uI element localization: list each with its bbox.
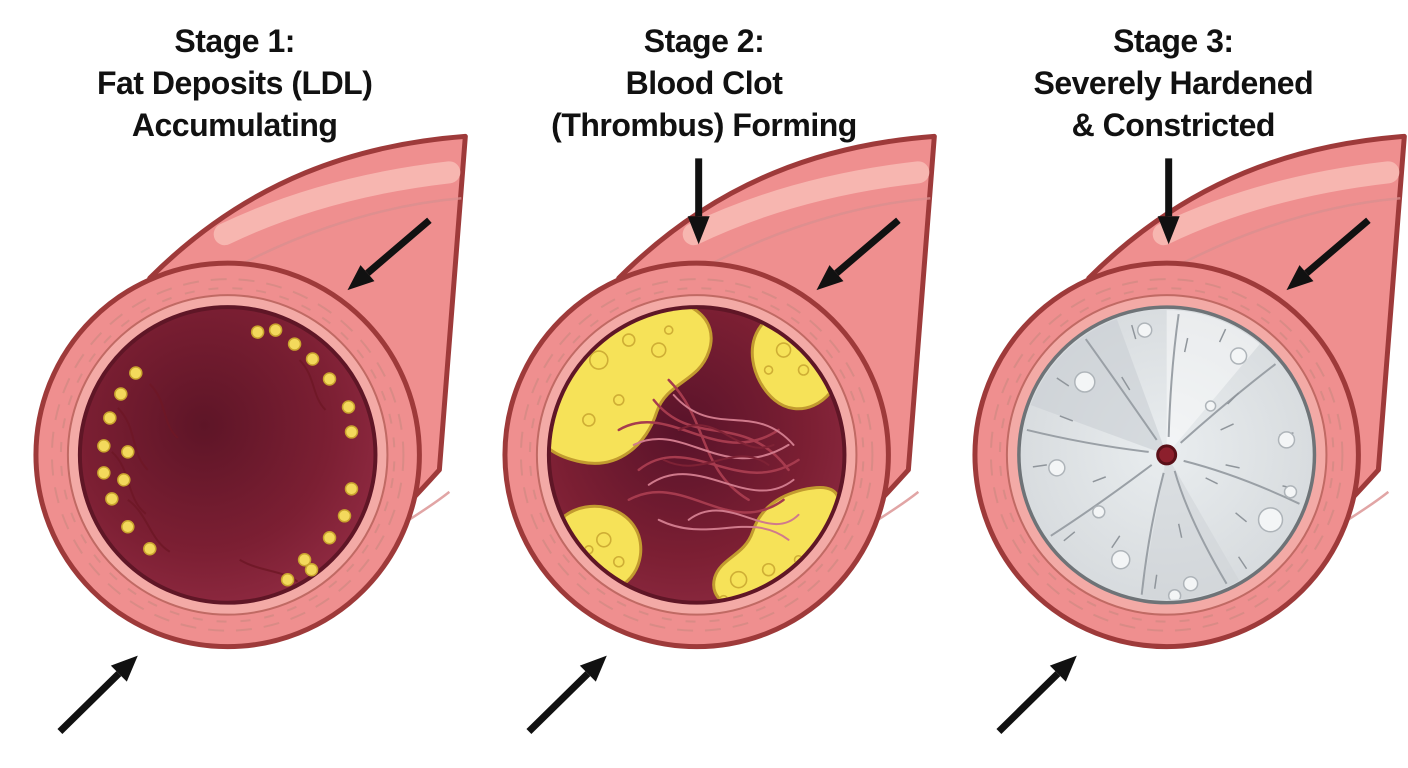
stage-3-illustration [972, 133, 1407, 734]
thrombus-mesh [617, 378, 801, 541]
diagonal-arrow-bottom-left-icon [526, 655, 608, 734]
stage-3-panel: Stage 3: Severely Hardened & Constricted [939, 0, 1408, 768]
diagonal-arrow-top-right-icon [1286, 217, 1371, 291]
stage-2-illustration [502, 133, 938, 734]
stage-1-panel: Stage 1: Fat Deposits (LDL) Accumulating [0, 0, 469, 768]
stage-2-panel: Stage 2: Blood Clot (Thrombus) Forming [469, 0, 938, 768]
ldl-deposits [97, 323, 359, 587]
down-arrow-icon [688, 158, 710, 245]
stage-3-title: Stage 3: Severely Hardened & Constricted [1033, 23, 1314, 144]
lumen [77, 305, 378, 605]
calcification-blobs [1047, 322, 1297, 600]
artery-cross-section [502, 260, 892, 650]
stage-1-title: Stage 1: Fat Deposits (LDL) Accumulating [96, 23, 373, 144]
plaque-texture-dashes [1032, 324, 1296, 589]
stage-1-illustration [33, 133, 468, 734]
stage-2-title: Stage 2: Blood Clot (Thrombus) Forming [551, 23, 857, 144]
artery-cross-section [972, 260, 1361, 650]
diagonal-arrow-top-right-icon [347, 217, 432, 291]
diagonal-arrow-bottom-left-icon [57, 655, 138, 734]
narrowed-lumen [1155, 444, 1177, 466]
artery-cross-section [33, 260, 422, 650]
plaque-creases [1026, 313, 1300, 595]
diagonal-arrow-top-right-icon [816, 217, 901, 291]
down-arrow-icon [1157, 158, 1180, 245]
diagonal-arrow-bottom-left-icon [996, 655, 1077, 734]
